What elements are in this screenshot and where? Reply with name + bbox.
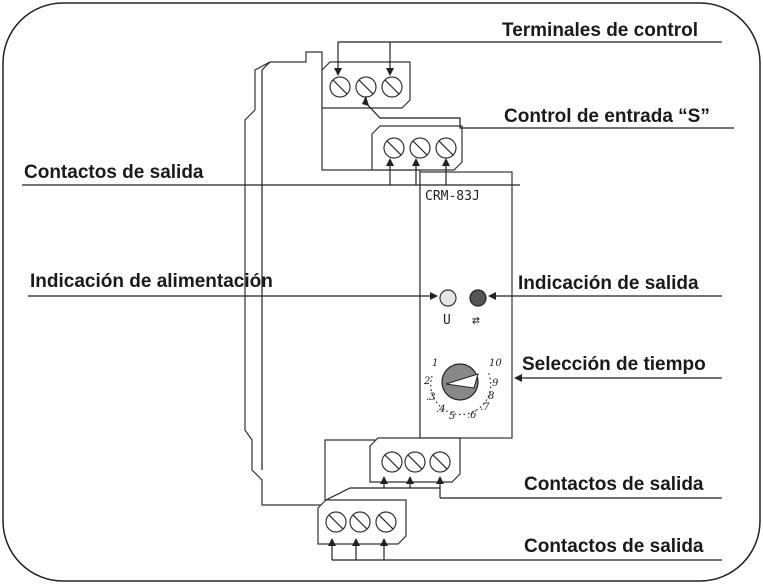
- dial-tick: 2: [423, 376, 430, 387]
- output-led-label: ⇄: [472, 313, 480, 328]
- dial-tick: .3: [426, 392, 436, 403]
- label-indicacion-salida: Indicación de salida: [518, 273, 699, 294]
- dial-tick: 5: [449, 411, 455, 422]
- power-led-label: U: [443, 313, 451, 328]
- dial-tick: 10: [489, 358, 502, 369]
- label-contactos-salida-bottom-2: Contactos de salida: [524, 536, 704, 557]
- label-control-entrada: Control de entrada “S”: [504, 106, 710, 127]
- output-led-icon: [469, 289, 487, 307]
- terminal-block-input: [371, 125, 463, 171]
- leader-lines: [22, 41, 734, 561]
- label-indicacion-alimentacion: Indicación de alimentación: [30, 271, 273, 292]
- dial-tick: .7: [480, 402, 490, 413]
- label-contactos-salida-bottom-1: Contactos de salida: [524, 474, 704, 495]
- dial-tick: .6: [467, 410, 477, 421]
- time-dial[interactable]: 1 2 .3 .4 5 .6 .7 8 9 10: [423, 358, 502, 422]
- terminal-block-bottom-2: [317, 499, 407, 545]
- dial-tick: 8: [488, 391, 494, 402]
- dial-tick: 9: [492, 378, 499, 389]
- dial-tick: .4: [436, 404, 446, 415]
- power-led-icon: [439, 289, 457, 307]
- dial-tick: 1: [432, 358, 438, 369]
- terminal-block-bottom-1: [369, 437, 461, 483]
- model-label: CRM-83J: [425, 189, 480, 204]
- label-terminales-control: Terminales de control: [502, 20, 698, 41]
- label-seleccion-tiempo: Selección de tiempo: [522, 354, 706, 375]
- din-rail-housing: [244, 51, 421, 506]
- terminal-block-top: [321, 61, 411, 109]
- label-contactos-salida-top: Contactos de salida: [24, 162, 204, 183]
